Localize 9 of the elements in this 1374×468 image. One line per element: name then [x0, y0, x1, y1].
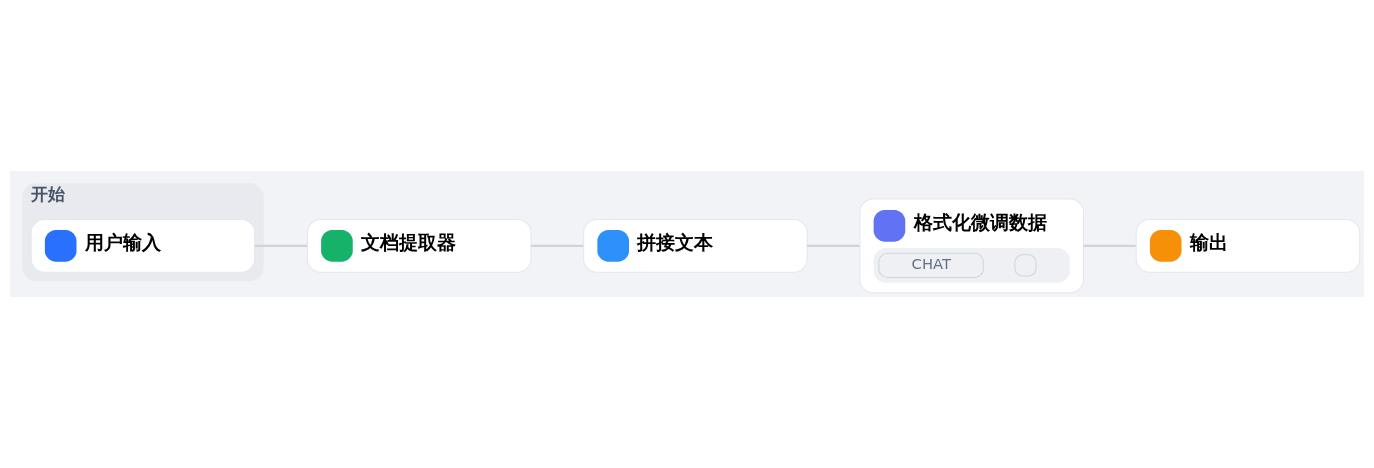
node-box: 拼接文本	[583, 218, 808, 273]
node-box: 用户输入	[30, 218, 256, 273]
node-box: 输出	[1135, 218, 1361, 273]
node-box: 文档提取器	[306, 218, 532, 273]
connector	[807, 244, 860, 247]
node-box: 格式化微调数据 CHAT	[859, 198, 1084, 294]
connector	[254, 244, 307, 247]
connector	[1083, 244, 1136, 247]
connector	[530, 244, 584, 247]
